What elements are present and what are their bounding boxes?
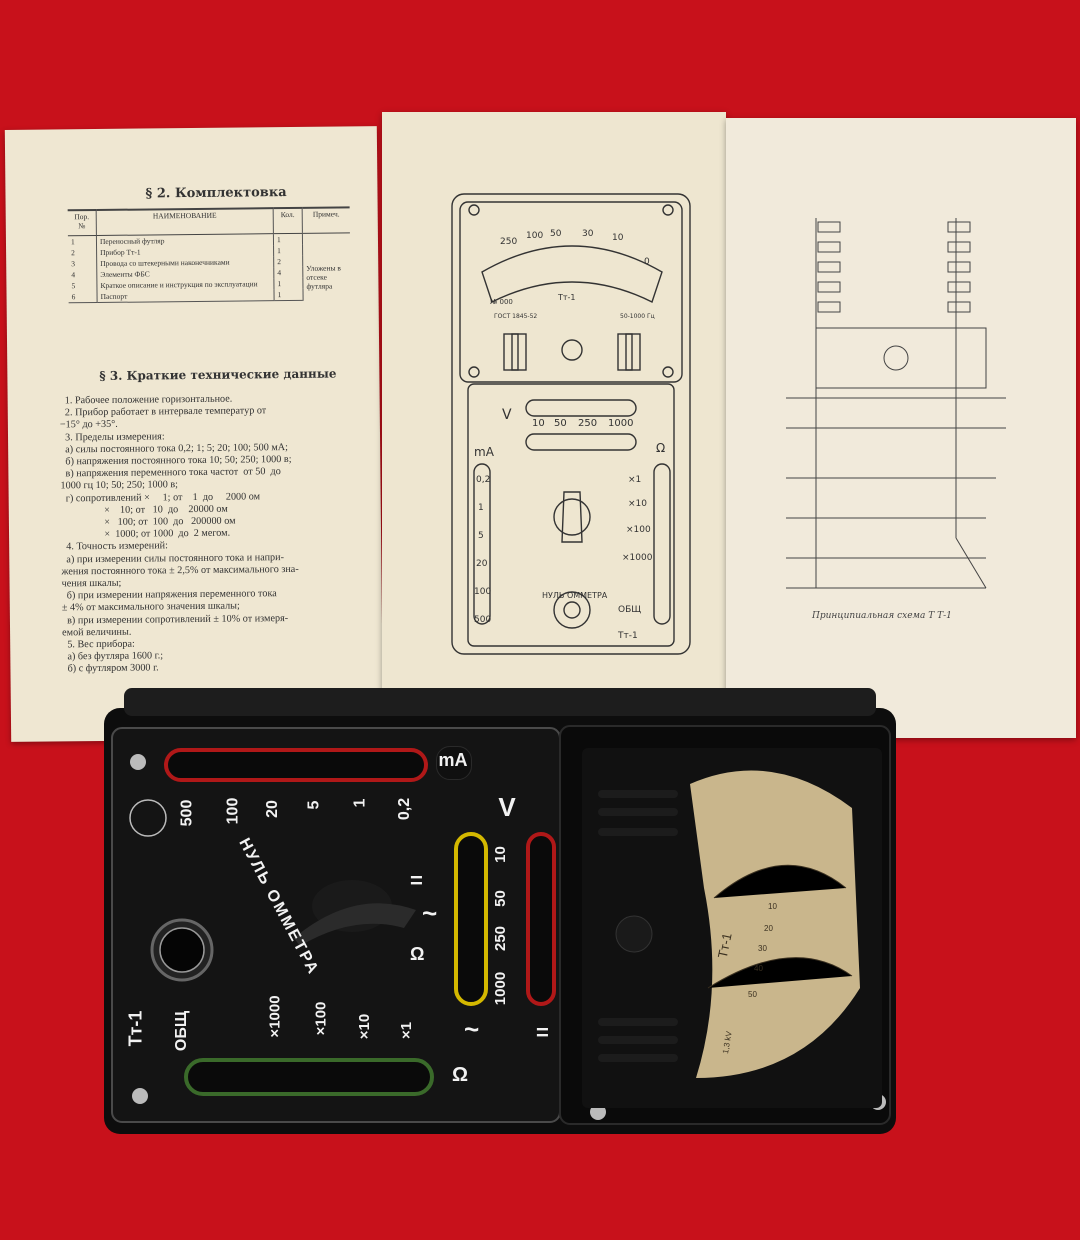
drawing-ma-symbol: mA bbox=[474, 445, 495, 459]
drawing-ohm-x100: ×100 bbox=[626, 525, 651, 535]
drawing-ma-5: 5 bbox=[478, 531, 484, 541]
v-symbol: V bbox=[498, 792, 516, 822]
drawing-scale-10: 10 bbox=[612, 233, 624, 243]
ma-range-5[interactable]: 5 bbox=[305, 800, 323, 810]
ma-symbol: mA bbox=[438, 750, 468, 770]
ohm-symbol[interactable]: Ω bbox=[452, 1064, 469, 1086]
drawing-v50: 50 bbox=[554, 418, 567, 429]
drawing-v1000: 1000 bbox=[608, 418, 633, 429]
meter-scale-20: 20 bbox=[764, 924, 773, 933]
drawing-ma-02: 0,2 bbox=[476, 475, 490, 485]
schematic-caption: Принципиальная схема Т Т-1 bbox=[811, 611, 952, 621]
meter-scale-40: 40 bbox=[754, 964, 763, 973]
v-range-250[interactable]: 250 bbox=[492, 925, 510, 952]
dc-symbol[interactable]: = bbox=[410, 868, 423, 893]
ohm-range-x1[interactable]: ×1 bbox=[398, 1021, 416, 1040]
v-range-10[interactable]: 10 bbox=[491, 846, 509, 863]
drawing-ma-20: 20 bbox=[476, 559, 488, 569]
note-cell: Уложены в отсеке футляра bbox=[302, 232, 351, 301]
ma-range-20[interactable]: 20 bbox=[263, 800, 281, 818]
multimeter-device: mA 500 100 20 5 1 0,2 V 10 50 250 1000 =… bbox=[104, 688, 896, 1134]
ohm-range-x1000[interactable]: ×1000 bbox=[266, 995, 284, 1038]
drawing-scale-250: 250 bbox=[500, 237, 517, 247]
meter-scale-30: 30 bbox=[758, 944, 767, 953]
drawing-ohm-symbol: Ω bbox=[656, 441, 665, 455]
spec-line: б) с футляром 3000 г. bbox=[62, 662, 159, 675]
ma-range-1[interactable]: 1 bbox=[351, 798, 369, 808]
drawing-knob-label: НУЛЬ ОММЕТРА bbox=[542, 591, 608, 600]
drawing-model: Тт-1 bbox=[557, 293, 576, 302]
col-header-qty: Кол. bbox=[273, 207, 303, 234]
meter-scale-10: 10 bbox=[768, 902, 777, 911]
drawing-ma-100: 100 bbox=[474, 587, 491, 597]
drawing-scale-30: 30 bbox=[582, 229, 594, 239]
drawing-freq: 50-1000 Гц bbox=[620, 313, 655, 320]
drawing-ma-500: 500 bbox=[474, 615, 491, 625]
ma-range-02[interactable]: 0,2 bbox=[396, 797, 414, 821]
section2-title: § 2. Комплектовка bbox=[145, 185, 287, 202]
device-drawing: 250 100 50 30 10 0 № 000 Тт-1 ГОСТ 1845-… bbox=[451, 193, 691, 655]
drawing-common: ОБЩ bbox=[618, 605, 641, 615]
drawing-scale-0: 0 bbox=[644, 257, 650, 267]
ohmmeter-zero-knob[interactable] bbox=[152, 920, 212, 980]
spec-line: жения постоянного тока ± 2,5% от максима… bbox=[61, 563, 299, 578]
schematic-diagram: Принципиальная схема Т Т-1 bbox=[786, 218, 1006, 621]
drawing-v250: 250 bbox=[578, 418, 597, 429]
drawing-v-symbol: V bbox=[502, 407, 512, 423]
drawing-model-bottom: Тт-1 bbox=[617, 631, 638, 641]
col-header-num: Пор. № bbox=[67, 210, 97, 236]
drawing-ma-1: 1 bbox=[478, 503, 484, 513]
ohm-symbol-top[interactable]: Ω bbox=[410, 944, 425, 964]
spec-line: в) при измерении сопротивлений ± 10% от … bbox=[61, 612, 289, 627]
ma-range-500[interactable]: 500 bbox=[178, 799, 196, 827]
model-label: Тт-1 bbox=[125, 1010, 146, 1047]
drawing-v10: 10 bbox=[532, 418, 545, 429]
section3-title: § 3. Краткие технические данные bbox=[99, 366, 337, 383]
col-header-note: Примеч. bbox=[302, 207, 350, 234]
drawing-serial: № 000 bbox=[490, 298, 513, 306]
drawing-scale-50: 50 bbox=[550, 229, 562, 239]
booklet-left-page: § 2. Комплектовка Пор. № НАИМЕНОВАНИЕ Ко… bbox=[4, 126, 384, 742]
specs-text: 1. Рабочее положение горизонтальное. 2. … bbox=[60, 393, 300, 676]
ohm-range-x100[interactable]: ×100 bbox=[312, 1001, 330, 1036]
ohm-range-x10[interactable]: ×10 bbox=[356, 1013, 374, 1040]
drawing-ohm-x1000: ×1000 bbox=[622, 553, 653, 563]
v-range-50[interactable]: 50 bbox=[491, 890, 509, 907]
ac-symbol[interactable]: ~ bbox=[422, 898, 438, 928]
booklet-right-page: Принципиальная схема Т Т-1 bbox=[726, 118, 1076, 738]
meter-scale-50: 50 bbox=[748, 990, 757, 999]
col-header-name: НАИМЕНОВАНИЕ bbox=[96, 208, 274, 236]
drawing-ohm-x1: ×1 bbox=[628, 475, 641, 485]
v-range-1000[interactable]: 1000 bbox=[492, 971, 510, 1006]
ma-jack[interactable] bbox=[436, 746, 472, 780]
drawing-ohm-x10: ×10 bbox=[628, 499, 647, 509]
booklet-middle-page: 250 100 50 30 10 0 № 000 Тт-1 ГОСТ 1845-… bbox=[382, 112, 726, 704]
ma-range-100[interactable]: 100 bbox=[224, 797, 242, 825]
device-body bbox=[104, 688, 896, 1134]
dc-symbol-bottom[interactable]: = bbox=[536, 1020, 549, 1045]
drawing-scale-100: 100 bbox=[526, 231, 543, 241]
ac-symbol-bottom[interactable]: ~ bbox=[464, 1014, 480, 1044]
common-jack-label[interactable]: ОБЩ bbox=[173, 1010, 191, 1052]
drawing-gost: ГОСТ 1845-52 bbox=[494, 313, 537, 320]
